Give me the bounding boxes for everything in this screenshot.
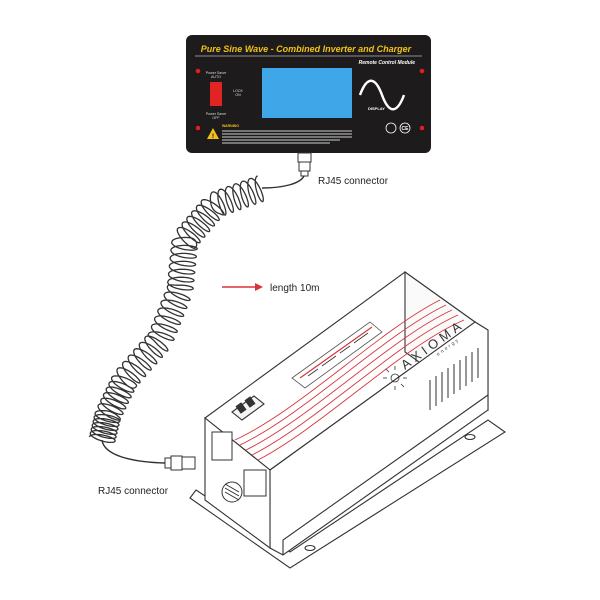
power-saver-switch[interactable] [210,82,222,106]
rj45-bottom-label: RJ45 connector [98,486,169,497]
vent-grille [429,348,479,410]
led-icon [195,125,201,131]
end-panel-connectors [211,431,267,503]
rj45-top-label: RJ45 connector [318,176,389,187]
warning-icon: ! [207,128,219,140]
cable-straight-bottom [101,439,166,464]
coiled-cable [88,175,264,444]
remote-title: Pure Sine Wave - Combined Inverter and C… [201,44,412,54]
lcd-screen [262,68,352,118]
sine-wave-icon [358,79,406,111]
rj45-connector-bottom [164,455,196,471]
cable-straight-top [261,175,305,189]
top-display [231,395,265,421]
led-icon [195,68,201,74]
svg-text:CE: CE [402,126,410,132]
warning-title: WARNING [222,124,239,128]
remote-subtitle: Remote Control Module [359,60,416,66]
display-label: DISPLAY [368,106,385,111]
led-icon [419,125,425,131]
length-label: length 10m [270,283,319,294]
brand-sun-icon [383,366,407,390]
top-stripes [234,299,465,461]
remote-control-panel: Pure Sine Wave - Combined Inverter and C… [186,35,431,153]
arrow-right-icon [222,283,263,291]
inverter-unit: AXIOMA energy [189,270,506,569]
rj45-connector-top [297,152,312,177]
led-icon [419,68,425,74]
certification-icon [385,122,397,134]
ce-mark-icon [399,122,411,134]
spec-label-bars [307,332,369,377]
warning-fine-print [222,130,352,144]
svg-text:!: ! [212,134,214,140]
